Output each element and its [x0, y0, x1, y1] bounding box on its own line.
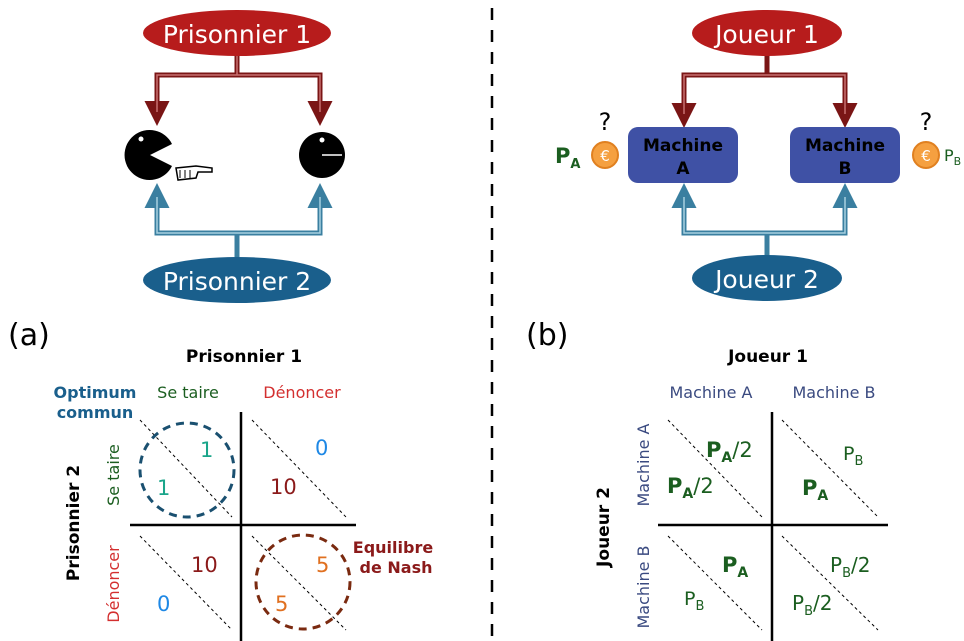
prob-b-label: PB: [944, 146, 961, 168]
row-machine-a: Machine A: [634, 423, 653, 506]
arrow-p1-left: [144, 55, 240, 126]
cell-aa-p2: PA/2: [667, 474, 714, 502]
prob-a-label: PA: [555, 144, 580, 172]
joueur-2-ellipse: [692, 255, 842, 301]
panel-b-table-title: Joueur 1: [727, 347, 808, 367]
svg-text:€: €: [921, 147, 931, 165]
cell-bb-p2: PB/2: [792, 591, 832, 619]
cell-cc-p1: 1: [200, 438, 213, 462]
row-denoncer: Dénoncer: [104, 545, 123, 623]
arrow-j2-right: [764, 183, 858, 257]
svg-text:€: €: [600, 147, 610, 165]
optimum-label-line1: Optimum: [54, 383, 137, 402]
joueur-1-ellipse: [692, 10, 842, 56]
col-machine-b: Machine B: [792, 383, 875, 402]
cell-cd-p2: 10: [270, 475, 297, 499]
prisonnier-2-label: Prisonnier 2: [163, 267, 311, 296]
panel-b-top: Joueur 1 Joueur 2 Machine A Machine B ? …: [555, 10, 961, 301]
arrow-j1-left: [671, 55, 770, 128]
coin-b-icon: €: [912, 141, 940, 169]
nash-circle: [254, 533, 352, 631]
panel-a-top: Prisonnier 1 Prisonnier 2: [124, 10, 345, 303]
cell-dd-p2: 5: [275, 592, 288, 616]
col-denoncer: Dénoncer: [263, 383, 341, 402]
cell-ab-p2: PA: [802, 476, 828, 504]
machine-b-line2: B: [839, 159, 852, 179]
nash-label-line1: Equilibre: [353, 538, 434, 557]
joueur-1-label: Joueur 1: [713, 20, 819, 49]
optimum-label-line2: commun: [57, 403, 134, 422]
panel-b-matrix: (b) Joueur 1 Machine A Machine B Joueur …: [526, 318, 888, 641]
panel-b-label: (b): [526, 318, 568, 353]
optimum-circle: [138, 421, 236, 519]
arrow-p2-left: [144, 183, 240, 257]
arrow-j2-left: [671, 183, 770, 257]
question-mark-a: ?: [599, 108, 612, 136]
cell-dc-p2: 0: [157, 592, 170, 616]
prisonnier-1-ellipse: [143, 10, 331, 56]
machine-a-line1: Machine: [643, 136, 723, 156]
panel-a-table-title: Prisonnier 1: [186, 347, 302, 367]
pacman-open-icon: [124, 130, 172, 180]
coin-a-icon: €: [591, 141, 619, 169]
prisonnier-2-ellipse: [143, 257, 331, 303]
col-se-taire: Se taire: [157, 383, 219, 402]
cell-cc-p2: 1: [157, 476, 170, 500]
cell-aa-p1: PA/2: [706, 438, 753, 466]
pointing-hand-icon: [175, 165, 213, 181]
machine-a-box: [628, 127, 738, 183]
cell-cd-p1: 0: [315, 436, 328, 460]
cell-dd-p1: 5: [316, 553, 329, 577]
col-machine-a: Machine A: [669, 383, 752, 402]
question-mark-b: ?: [920, 108, 933, 136]
arrow-j1-right: [764, 55, 858, 128]
cell-ba-p2: PB: [684, 588, 704, 614]
row-title-joueur-2: Joueur 2: [594, 487, 614, 568]
joueur-2-label: Joueur 2: [713, 265, 819, 294]
cell-bb-p1: PB/2: [830, 553, 870, 581]
arrow-p2-right: [234, 183, 333, 257]
row-machine-b: Machine B: [634, 545, 653, 628]
cell-ab-p1: PB: [843, 443, 863, 469]
row-se-taire: Se taire: [104, 444, 123, 506]
machine-a-line2: A: [676, 159, 690, 179]
machine-b-line1: Machine: [805, 136, 885, 156]
prisonnier-1-label: Prisonnier 1: [163, 20, 311, 49]
panel-a-matrix: (a) Prisonnier 1 Optimum commun Se taire…: [8, 318, 433, 641]
panel-a-label: (a): [8, 318, 50, 353]
nash-label-line2: de Nash: [360, 558, 433, 577]
machine-b-box: [790, 127, 900, 183]
cell-dc-p1: 10: [191, 553, 218, 577]
arrow-p1-right: [234, 55, 333, 126]
row-title-prisonnier-2: Prisonnier 2: [64, 465, 84, 581]
cell-ba-p1: PA: [722, 553, 748, 581]
